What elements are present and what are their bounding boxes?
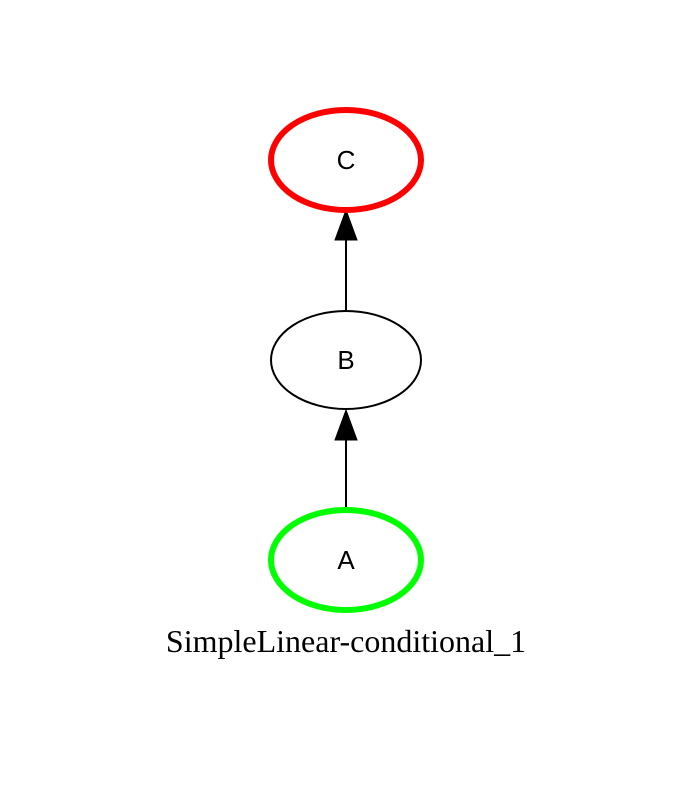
node-b-shape bbox=[270, 310, 422, 410]
node-c[interactable]: C bbox=[268, 107, 424, 213]
node-a-shape bbox=[268, 507, 424, 613]
edge-b-to-c bbox=[334, 208, 358, 310]
node-a[interactable]: A bbox=[268, 507, 424, 613]
edge-b-to-c-arrowhead bbox=[334, 208, 358, 241]
node-c-shape bbox=[268, 107, 424, 213]
node-c-label: C bbox=[337, 145, 356, 175]
edge-a-to-b bbox=[334, 408, 358, 510]
edge-a-to-b-arrowhead bbox=[334, 408, 358, 441]
node-a-label: A bbox=[337, 545, 355, 575]
node-b[interactable]: B bbox=[270, 310, 422, 410]
node-b-label: B bbox=[337, 345, 354, 375]
graph-title: SimpleLinear-conditional_1 bbox=[166, 623, 526, 659]
